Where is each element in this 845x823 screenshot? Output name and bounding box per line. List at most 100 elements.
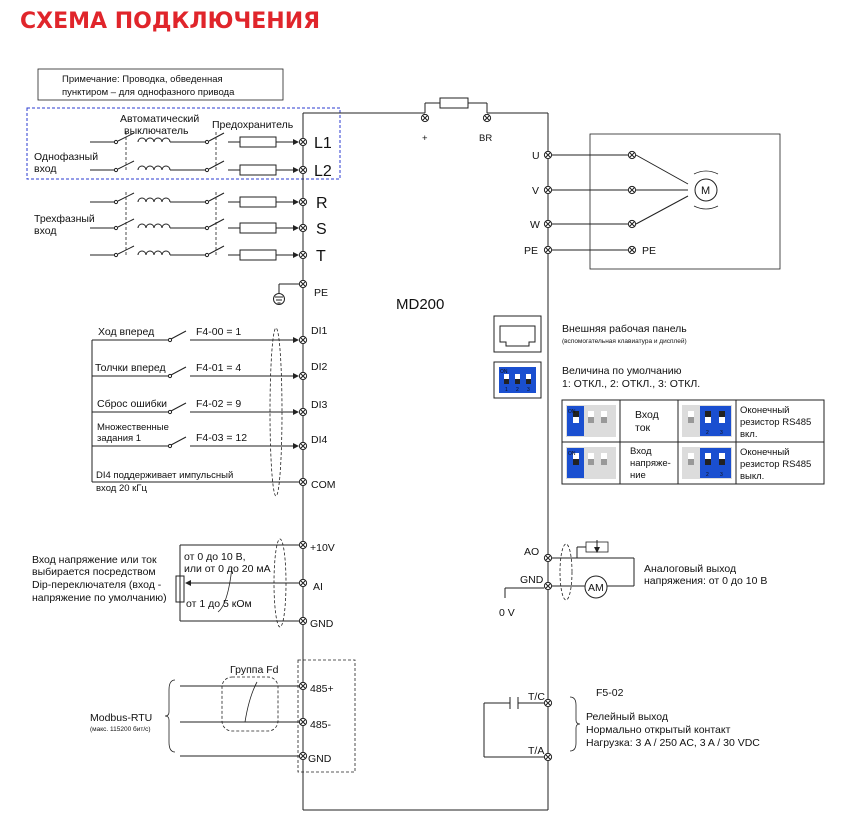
analog-output: AO GND AM 0 V Аналоговый выход напряжени…: [499, 540, 767, 619]
fuse-label: Предохранитель: [212, 119, 294, 131]
di3-param: F4-02 = 9: [196, 398, 241, 410]
single-phase-label-line-1: Однофазный: [34, 151, 98, 163]
modbus-group-label: Группа Fd: [230, 664, 279, 676]
cell-current-line-2: ток: [635, 422, 651, 434]
terminal-u-label: U: [532, 150, 540, 162]
di4-param: F4-03 = 12: [196, 432, 247, 444]
digital-inputs: Ход вперед F4-00 = 1 Толчки вперед F4-01…: [91, 325, 336, 497]
terminal-ai-gnd-label: GND: [310, 618, 334, 630]
ao-desc-line-2: напряжения: от 0 до 10 В: [644, 575, 767, 587]
terminal-10v-label: +10V: [310, 542, 335, 554]
ai-desc-line-3: Dip-переключателя (вход -: [32, 579, 162, 591]
cell-voltage-line-1: Вход: [630, 446, 652, 457]
dip-settings-table: ON Вход ток 2 3 Оконечный резистор RS485…: [561, 399, 825, 485]
di4-note-line-1: DI4 поддерживает импульсный: [96, 470, 233, 481]
di4-note-line-2: вход 20 кГц: [96, 483, 147, 494]
terminal-l1-label: L1: [314, 135, 332, 152]
terminal-ai-label: AI: [313, 581, 323, 593]
di2-param: F4-01 = 4: [196, 362, 241, 374]
rs485-off-line-1: Оконечный: [740, 447, 789, 458]
terminal-modbus-gnd-label: GND: [308, 753, 332, 765]
note-line-1: Примечание: Проводка, обведенная: [62, 74, 223, 85]
rs485-on-line-3: вкл.: [740, 429, 758, 440]
external-panel: Внешняя рабочая панель (вспомогательная …: [493, 315, 687, 353]
terminal-pe-label: PE: [314, 287, 328, 299]
dip-default-line-1: Величина по умолчанию: [562, 365, 682, 377]
terminal-out-pe-label: PE: [524, 245, 538, 257]
modbus-sub-label: (макс. 115200 бит/с): [90, 725, 151, 733]
dip-num-3: 3: [527, 387, 530, 393]
di2-label: Толчки вперед: [95, 362, 166, 374]
di3-label: Сброс ошибки: [97, 398, 167, 410]
motor-label: M: [701, 185, 710, 197]
modbus-section: 485+ 485- GND Группа Fd Modbus-RTU (макс…: [90, 659, 356, 773]
relay-line-2: Нормально открытый контакт: [586, 724, 731, 736]
cell-voltage-on-label: ON: [568, 451, 576, 457]
note-line-2: пунктиром – для однофазного привода: [62, 87, 235, 98]
di4-label-line-2: задания 1: [97, 433, 141, 444]
terminal-w-label: W: [530, 219, 540, 231]
dip-num-2: 2: [516, 387, 519, 393]
di4-label-line-1: Множественные: [97, 422, 169, 433]
panel-label-line-2: (вспомогательная клавиатура и дисплей): [562, 337, 687, 345]
note-box: Примечание: Проводка, обведенная пунктир…: [37, 68, 284, 101]
ai-pot-label: от 1 до 5 кОм: [186, 598, 252, 610]
brake-br-label: BR: [479, 133, 492, 144]
terminal-ta-label: T/A: [528, 745, 544, 757]
cell-rs485-off-num-3: 3: [720, 472, 723, 478]
terminal-com-label: COM: [311, 479, 336, 491]
terminal-ao-gnd-label: GND: [520, 574, 544, 586]
ammeter-label: AM: [588, 582, 604, 594]
dip-num-1: 1: [505, 387, 508, 393]
rs485-on-line-2: резистор RS485: [740, 417, 811, 428]
analog-input: +10V AI GND Вход напряжение или ток выби…: [32, 538, 335, 630]
brake-resistor: + BR: [420, 97, 492, 144]
ai-desc-line-2: выбирается посредством: [32, 566, 156, 578]
ao-desc-line-1: Аналоговый выход: [644, 563, 736, 575]
terminal-di3-label: DI3: [311, 399, 328, 411]
power-terminals: L1 L2 R S T PE: [273, 135, 332, 305]
terminal-ao-label: AO: [524, 546, 539, 558]
power-input-lines: [90, 132, 299, 261]
relay-line-1: Релейный выход: [586, 711, 668, 723]
terminal-l2-label: L2: [314, 163, 332, 180]
terminal-v-label: V: [532, 185, 539, 197]
ai-range-line-2: или от 0 до 20 мА: [184, 563, 271, 575]
dip-switch-block: ON 1 2 3 Величина по умолчанию 1: ОТКЛ.,…: [493, 361, 700, 399]
terminal-485m-label: 485-: [310, 719, 332, 731]
potentiometer: [175, 575, 185, 603]
motor-icon: [694, 178, 718, 202]
terminal-di2-label: DI2: [311, 361, 328, 373]
terminal-r-label: R: [316, 195, 328, 212]
di1-param: F4-00 = 1: [196, 326, 241, 338]
ai-range-line-1: от 0 до 10 В,: [184, 551, 246, 563]
single-phase-label-line-2: вход: [34, 163, 56, 175]
three-phase-label-line-1: Трехфазный: [34, 213, 95, 225]
page-title: СХЕМА ПОДКЛЮЧЕНИЯ: [20, 9, 320, 34]
relay-param-label: F5-02: [596, 687, 624, 699]
cell-rs485-off-num-2: 2: [706, 472, 709, 478]
terminal-485p-label: 485+: [310, 683, 334, 695]
breaker-label-line-1: Автоматический: [120, 113, 199, 125]
ai-desc-line-1: Вход напряжение или ток: [32, 554, 157, 566]
panel-label-line-1: Внешняя рабочая панель: [562, 323, 687, 335]
terminal-t-label: T: [316, 248, 326, 265]
rs485-on-line-1: Оконечный: [740, 405, 789, 416]
rs485-off-line-2: резистор RS485: [740, 459, 811, 470]
ammeter-icon: [584, 575, 608, 599]
cell-current-line-1: Вход: [635, 409, 659, 421]
three-phase-label-line-2: вход: [34, 225, 56, 237]
terminal-tc-label: T/C: [528, 691, 545, 703]
dip-on-label: ON: [500, 369, 508, 375]
rj45-port-icon: [499, 325, 536, 347]
drive-enclosure: [302, 112, 549, 811]
rs485-off-line-3: выкл.: [740, 471, 764, 482]
brake-plus-label: +: [422, 133, 428, 144]
di1-label: Ход вперед: [98, 326, 154, 338]
terminal-di1-label: DI1: [311, 325, 328, 337]
zero-volt-label: 0 V: [499, 607, 515, 619]
single-phase-dashed-box: [26, 107, 341, 180]
dip-default-line-2: 1: ОТКЛ., 2: ОТКЛ., 3: ОТКЛ.: [562, 378, 700, 390]
motor-output: U V W PE PE M: [524, 133, 781, 270]
terminal-di4-label: DI4: [311, 434, 328, 446]
